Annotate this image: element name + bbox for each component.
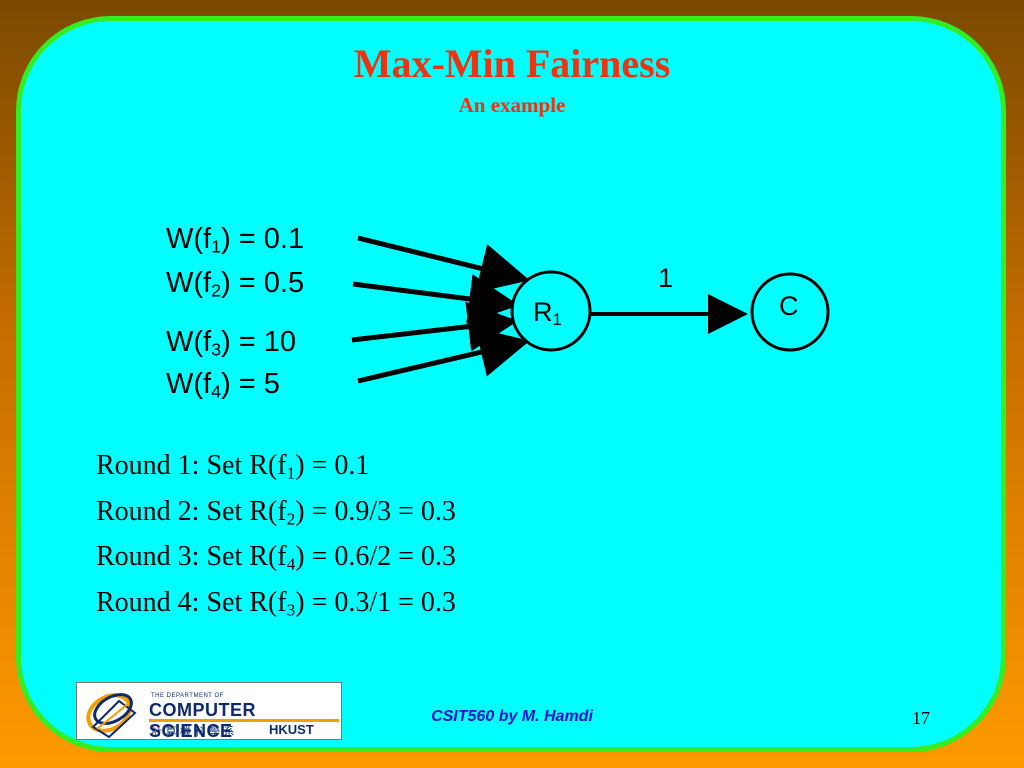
logo-small-text: THE DEPARTMENT OF — [151, 693, 224, 699]
flow-weight-2: W(f2) = 0.5 — [166, 267, 305, 301]
page-number: 17 — [912, 708, 930, 728]
logo-main-text: COMPUTER SCIENCE — [149, 700, 256, 741]
flow-weight-4: W(f4) = 5 — [166, 368, 280, 402]
flow-1-arrow — [357, 235, 530, 293]
flow-3-arrow — [351, 301, 518, 352]
logo-emblem-icon — [86, 693, 137, 739]
department-logo: THE DEPARTMENT OF COMPUTER SCIENCE 計 算 機… — [76, 682, 342, 741]
logo-hkust-text: HKUST — [269, 722, 314, 737]
slide-title: Max-Min Fairness — [353, 41, 671, 86]
router-label: R1 — [533, 297, 562, 330]
flow-4-arrow — [357, 327, 530, 384]
round-2: Round 2: Set R(f2) = 0.9/3 = 0.3 — [96, 496, 456, 529]
link-capacity-label: 1 — [658, 263, 674, 293]
logo-divider — [149, 719, 339, 722]
slide-subtitle: An example — [458, 93, 566, 117]
router-node — [510, 270, 592, 352]
flow-weight-1: W(f1) = 0.1 — [166, 223, 305, 257]
round-3: Round 3: Set R(f4) = 0.6/2 = 0.3 — [96, 541, 456, 574]
flow-2-arrow — [352, 274, 519, 324]
slide-panel — [16, 16, 1006, 752]
footer-author: CSIT560 by M. Hamdi — [431, 708, 593, 725]
destination-label: C — [779, 291, 799, 321]
destination-node — [750, 272, 830, 352]
round-4: Round 4: Set R(f3) = 0.3/1 = 0.3 — [96, 587, 456, 620]
logo-chinese-text: 計 算 機 科 學 系 — [151, 725, 235, 738]
round-1: Round 1: Set R(f1) = 0.1 — [96, 450, 370, 483]
flow-weight-3: W(f3) = 10 — [166, 326, 297, 360]
